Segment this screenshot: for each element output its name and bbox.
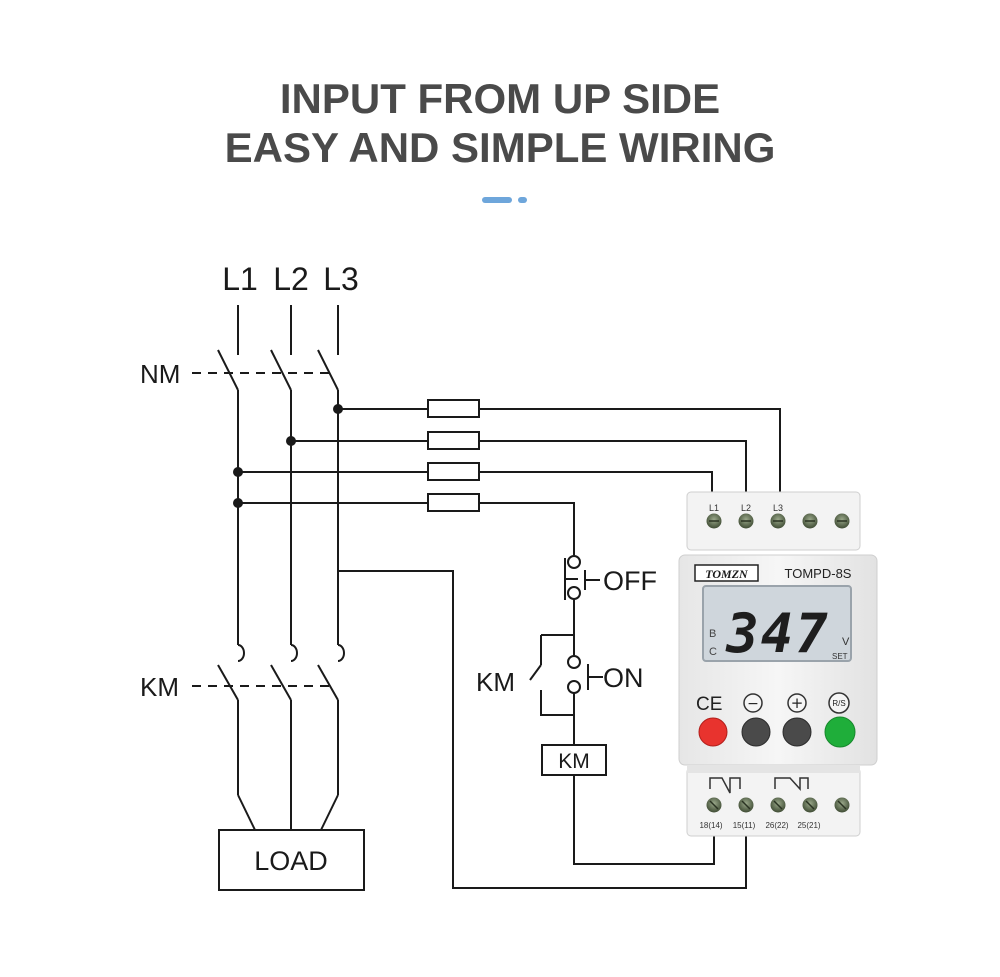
phase-label-l3: L3 <box>323 261 359 297</box>
top-terminal-screws <box>706 513 850 529</box>
terminal-label-l3: L3 <box>773 503 783 513</box>
title-line-2: EASY AND SIMPLE WIRING <box>224 124 776 171</box>
plus-symbol: + <box>791 694 804 712</box>
terminal-label-18-14: 18(14) <box>699 821 722 830</box>
wire-coil-to-terminal <box>573 775 715 865</box>
brand-logo-text: TOMZN <box>705 567 749 581</box>
fuse-2 <box>427 431 480 450</box>
voltage-relay-device: L1 L2 L3 TOMZN TOMPD-8S B C 347 V SET CE… <box>678 491 878 837</box>
minus-symbol: − <box>747 696 759 712</box>
terminal-label-25-21: 25(21) <box>797 821 820 830</box>
breaker-label-nm: NM <box>140 359 180 389</box>
load-box <box>218 829 365 891</box>
off-label: OFF <box>603 566 657 596</box>
lcd-side-c: C <box>709 646 717 658</box>
on-label: ON <box>603 663 644 693</box>
title-line-1: INPUT FROM UP SIDE <box>279 75 721 122</box>
terminal-label-26-22: 26(22) <box>765 821 788 830</box>
brand-logo <box>694 564 759 582</box>
lcd-set: SET <box>832 652 848 661</box>
model-label: TOMPD-8S <box>785 566 852 581</box>
terminal-label-15-11: 15(11) <box>733 821 756 830</box>
off-push-button-symbol <box>564 555 600 635</box>
page-title: INPUT FROM UP SIDE EASY AND SIMPLE WIRIN… <box>0 74 1000 172</box>
lcd-side-b: B <box>709 628 716 640</box>
lcd-unit: V <box>842 636 850 648</box>
plus-button-label: + <box>787 693 807 713</box>
lcd-display <box>702 585 852 662</box>
km-coil-label: KM <box>558 750 590 773</box>
ce-mark: CE <box>696 694 722 715</box>
minus-button-label: − <box>743 693 763 713</box>
on-push-button-symbol <box>529 634 603 745</box>
terminal-label-l2: L2 <box>741 503 751 513</box>
rs-text: R/S <box>832 699 845 708</box>
lcd-value: 347 <box>725 602 830 665</box>
title-accent-divider <box>482 197 532 203</box>
fuse-3 <box>427 462 480 481</box>
phase-wires <box>217 305 345 831</box>
fuse-wires <box>238 408 781 555</box>
phase-label-l1: L1 <box>222 261 258 297</box>
minus-button[interactable] <box>741 717 771 747</box>
phase-label-l2: L2 <box>273 261 309 297</box>
load-label: LOAD <box>254 846 328 876</box>
fuse-4 <box>427 493 480 512</box>
relay-contact-symbols <box>709 777 809 794</box>
wire-l3-to-terminal <box>338 570 747 889</box>
fuse-1 <box>427 399 480 418</box>
terminal-label-l1: L1 <box>709 503 719 513</box>
rs-button-label: R/S <box>828 692 850 714</box>
aux-contact-label-km: KM <box>476 667 515 697</box>
contactor-label-km: KM <box>140 672 179 702</box>
bottom-terminal-screws <box>706 797 850 813</box>
red-button[interactable] <box>698 717 728 747</box>
plus-button[interactable] <box>782 717 812 747</box>
rs-button[interactable] <box>824 716 856 748</box>
